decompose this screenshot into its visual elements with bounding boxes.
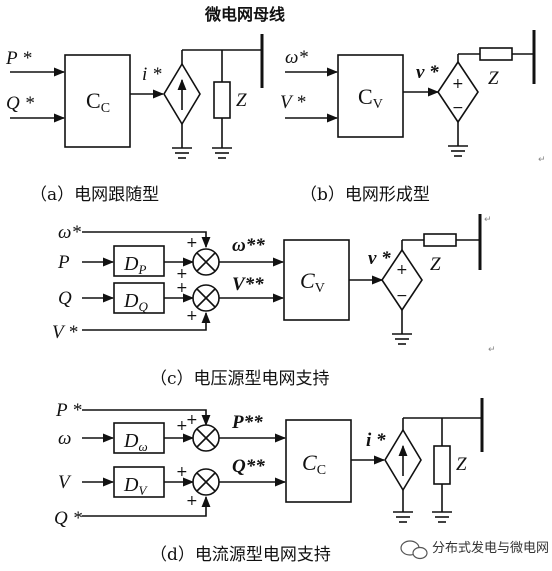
- dp-block: [113, 245, 165, 277]
- input-p-c: P: [57, 252, 70, 273]
- cc-block-d-label: CC: [302, 450, 326, 478]
- svg-text:↵: ↵: [538, 155, 546, 165]
- dp-block-label: DP: [123, 253, 146, 277]
- signal-v-star-b: v *: [416, 62, 439, 83]
- cv-block-c-label: CV: [300, 268, 325, 296]
- svg-text:+: +: [396, 262, 408, 278]
- watermark: 分布式发电与微电网: [400, 540, 549, 560]
- impedance-z-a: [213, 81, 231, 119]
- signal-v-2star: V**: [232, 274, 264, 295]
- signal-i-star-a: i *: [142, 64, 162, 85]
- input-q-star-d: Q *: [54, 508, 82, 529]
- input-v-star-c: V *: [52, 322, 78, 343]
- impedance-z-b: [479, 47, 513, 61]
- svg-text:+: +: [186, 493, 198, 509]
- svg-text:↵: ↵: [488, 345, 496, 355]
- cc-block-a: [64, 54, 131, 148]
- svg-text:↵: ↵: [484, 215, 492, 225]
- cv-block-c: [283, 239, 350, 321]
- impedance-z-d-label: Z: [456, 454, 467, 475]
- input-omega-star-b: ω*: [285, 47, 308, 68]
- panel-c-voltage-source-support: ω* P DP + + ω** Q DQ + + V** V * CV v * …: [52, 214, 492, 345]
- dq-block-label: DQ: [123, 290, 148, 314]
- svg-text:−: −: [452, 100, 464, 116]
- input-q-c: Q: [58, 288, 72, 309]
- signal-v-star-c: v *: [368, 248, 391, 269]
- svg-text:+: +: [176, 464, 188, 480]
- cc-block-d: [285, 419, 352, 503]
- wechat-icon: [400, 540, 428, 560]
- input-q-star: Q *: [6, 93, 34, 114]
- ground-d1: [393, 511, 413, 523]
- svg-text:+: +: [176, 266, 188, 282]
- input-omega-star-c: ω*: [58, 222, 81, 243]
- svg-text:+: +: [186, 308, 198, 324]
- impedance-z-d: [433, 445, 451, 485]
- ground-a2: [212, 147, 232, 159]
- input-v-star-b: V *: [280, 92, 306, 113]
- caption-a: （a）电网跟随型: [30, 185, 159, 205]
- signal-q-2star: Q**: [232, 456, 265, 477]
- panel-d-current-source-support: P * ω Dω + + P** V DV + + Q** Q * CC i *: [54, 398, 484, 529]
- cc-block-a-label: CC: [86, 88, 110, 116]
- input-p-star: P *: [5, 48, 32, 69]
- svg-text:+: +: [186, 235, 198, 251]
- impedance-z-c: [423, 233, 457, 247]
- watermark-text: 分布式发电与微电网: [432, 540, 549, 556]
- input-p-star-d: P *: [55, 400, 82, 421]
- svg-text:+: +: [176, 418, 188, 434]
- ground-a1: [172, 147, 192, 159]
- input-omega-d: ω: [58, 428, 71, 449]
- signal-p-2star: P**: [231, 412, 263, 433]
- dw-block-label: Dω: [123, 430, 148, 454]
- panel-a-grid-following: P * Q * CC i * Z: [5, 34, 264, 159]
- svg-text:+: +: [186, 412, 198, 428]
- signal-i-star-d: i *: [366, 430, 386, 451]
- ground-c: [392, 333, 412, 345]
- svg-text:+: +: [176, 280, 188, 296]
- svg-text:+: +: [452, 76, 464, 92]
- cv-block-b-label: CV: [358, 84, 383, 112]
- panel-b-grid-forming: ω* V * CV v * + − Z: [280, 30, 536, 157]
- dv-block-label: DV: [123, 474, 148, 498]
- ground-d2: [432, 511, 452, 523]
- caption-b: （b）电网形成型: [300, 185, 430, 205]
- svg-text:−: −: [396, 288, 408, 304]
- caption-d: （d）电流源型电网支持: [150, 545, 331, 565]
- cv-block-b: [337, 54, 404, 138]
- diagram-title: 微电网母线: [204, 5, 285, 24]
- signal-omega-2star: ω**: [232, 235, 265, 256]
- impedance-z-c-label: Z: [430, 254, 441, 275]
- input-v-d: V: [58, 472, 72, 493]
- caption-c: （c）电压源型电网支持: [150, 369, 330, 389]
- impedance-z-b-label: Z: [488, 68, 499, 89]
- impedance-z-a-label: Z: [236, 90, 247, 111]
- ground-b: [448, 145, 468, 157]
